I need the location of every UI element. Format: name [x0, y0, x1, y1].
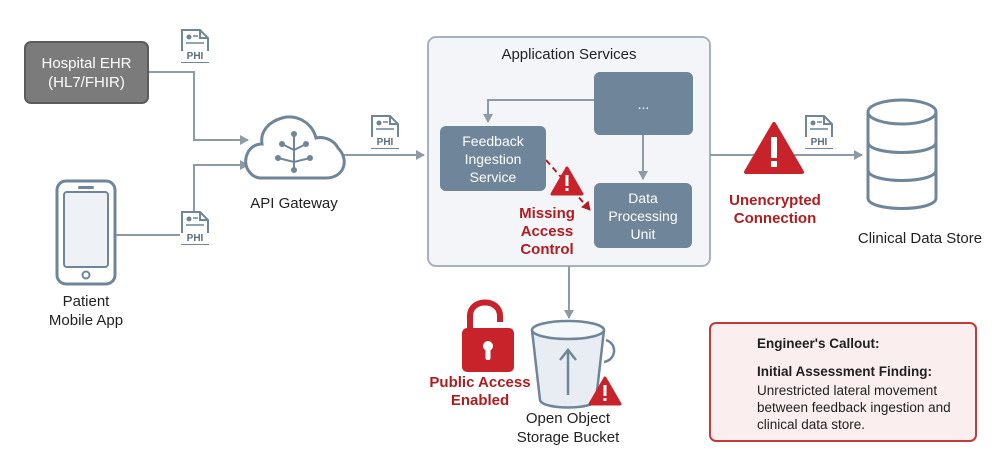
database-icon	[866, 98, 938, 210]
warning-icon-unencrypted	[744, 122, 804, 174]
arrow-ehr-to-gateway	[149, 71, 249, 145]
phi-label: PHI	[370, 137, 400, 148]
phi-tag-gateway: PHI	[370, 114, 400, 150]
api-gateway-label: API Gateway	[250, 195, 338, 212]
clinical-store-label: Clinical Data Store	[857, 230, 983, 247]
warning-icon-access	[550, 166, 584, 196]
callout-body: Unrestricted lateral movement between fe…	[757, 383, 951, 432]
public-access-label: Public Access Enabled	[429, 374, 531, 409]
cloud-icon	[244, 115, 346, 180]
unencrypted-connection-label: Unencrypted Connection	[729, 192, 821, 227]
phi-label: PHI	[180, 233, 210, 244]
mobile-phone-icon	[55, 179, 117, 286]
data-processing-label: Data Processing Unit	[608, 189, 678, 242]
phi-tag-ehr: PHI	[180, 28, 210, 64]
missing-access-control-label: Missing Access Control	[519, 205, 575, 258]
other-services-box: ...	[594, 72, 693, 135]
engineer-callout: Engineer's Callout: Initial Assessment F…	[709, 322, 977, 442]
app-services-title: Application Services	[501, 46, 637, 63]
phi-tag-app: PHI	[180, 210, 210, 246]
warning-icon-bucket	[588, 376, 622, 406]
phi-label: PHI	[804, 137, 834, 148]
data-processing-unit: Data Processing Unit	[594, 183, 692, 248]
feedback-ingestion-label: Feedback Ingestion Service	[462, 132, 524, 185]
phi-label: PHI	[180, 51, 210, 62]
phi-tag-store: PHI	[804, 114, 834, 150]
open-padlock-icon	[462, 299, 514, 372]
other-services-label: ...	[637, 95, 650, 112]
mobile-app-label: Patient Mobile App	[48, 293, 124, 329]
callout-title: Engineer's Callout:	[757, 336, 880, 351]
bucket-label: Open Object Storage Bucket	[516, 410, 620, 446]
feedback-ingestion-service: Feedback Ingestion Service	[440, 126, 546, 191]
hospital-ehr-label: Hospital EHR (HL7/FHIR)	[41, 54, 132, 91]
bucket-icon	[530, 319, 616, 409]
hospital-ehr-node: Hospital EHR (HL7/FHIR)	[24, 41, 149, 104]
callout-subtitle: Initial Assessment Finding:	[757, 364, 933, 379]
arrow-more-to-feedback	[483, 99, 594, 123]
arrow-app-to-gateway	[116, 160, 249, 236]
